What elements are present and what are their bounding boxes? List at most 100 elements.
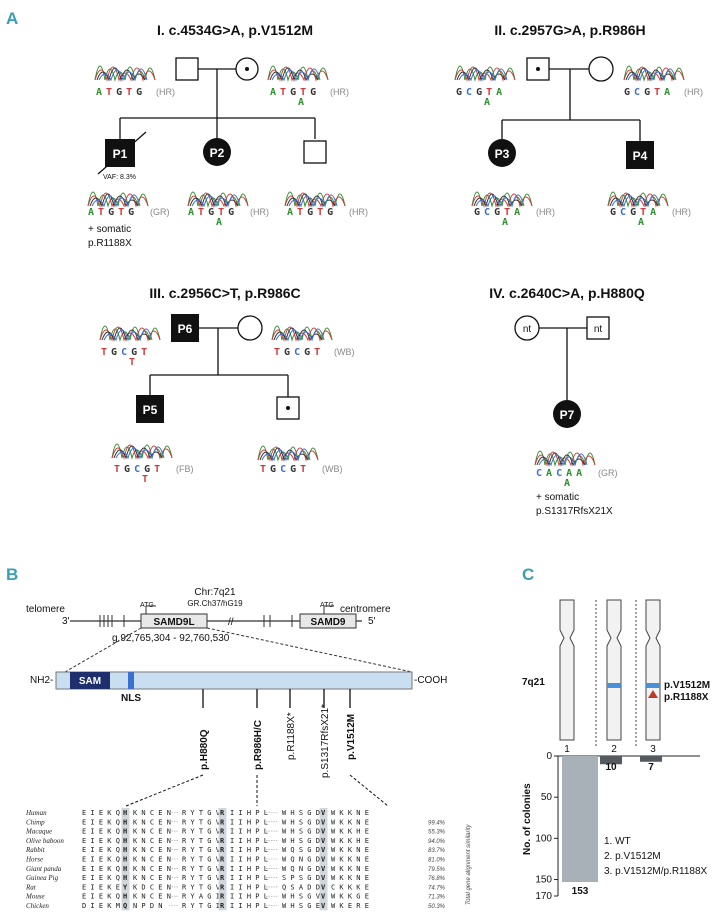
- mother-seq-tag: (WB): [334, 347, 355, 357]
- alignment-residues: I I H P L: [230, 883, 268, 891]
- p5-affected-square: [136, 395, 164, 423]
- mother-variant-base: A: [298, 97, 304, 108]
- alignment-residues: H: [123, 874, 127, 882]
- mother-nt-label: nt: [523, 324, 532, 335]
- alignment-residues: H: [123, 893, 127, 901]
- protein-diagram: NH2- SAM NLS -COOH p.H880Q p.R986H/C p.R…: [30, 671, 447, 807]
- alignment-residues: I I H P L: [230, 828, 268, 836]
- alignment-similarity: 94.0%: [428, 839, 446, 845]
- conserved-residue-highlight: [319, 863, 328, 874]
- alignment-residues: K N C E N: [133, 865, 171, 873]
- alignment-residues: E I E K Q: [82, 818, 120, 826]
- conserved-residue-highlight: [121, 882, 130, 892]
- alignment-species: Horse: [25, 856, 43, 864]
- chrom2-v1512m-band: [607, 683, 621, 688]
- conserved-residue-highlight: [218, 891, 227, 901]
- alignment-residues: K N C E N: [133, 874, 171, 882]
- alignment-residues: H: [123, 865, 127, 873]
- mutation-r986hc: p.R986H/C: [253, 720, 264, 770]
- chromosome-3: [645, 599, 661, 741]
- protein-bar: [55, 671, 413, 690]
- mutation-r1188x: p.R1188X*: [286, 712, 297, 760]
- chromosome-1: [559, 599, 575, 741]
- p6-label: P6: [178, 322, 193, 336]
- family-1-title: I. c.4534G>A, p.V1512M: [157, 22, 313, 38]
- alignment-residues: R: [220, 856, 225, 864]
- alignment-species: Human: [25, 809, 47, 817]
- conserved-residue-highlight: [121, 901, 130, 911]
- alignment-residues: W K K H E: [331, 828, 369, 836]
- alignment-residues: I I H P L: [230, 874, 268, 882]
- alignment-residues: I I H P L: [230, 893, 268, 901]
- father-chromatogram: [94, 65, 156, 81]
- p1-vaf: VAF: 8.3%: [103, 174, 136, 181]
- p7-affected-circle: [553, 400, 581, 428]
- locus-map: Chr:7q21 GR.Ch37/hG19 telomere centromer…: [26, 587, 413, 673]
- p4-seq-tag: (HR): [672, 207, 691, 217]
- alignment-residues: V: [321, 837, 326, 845]
- alignment-side-label: Total gene alignment similarity: [466, 824, 472, 905]
- alignment-residues: E I E K Q: [82, 856, 120, 864]
- alignment-residues: V: [321, 902, 326, 910]
- alignment-residues: W Q S G D: [282, 846, 320, 854]
- chart-y-tick-label: 100: [535, 833, 552, 844]
- father-variant-base: A: [484, 97, 490, 108]
- alignment-residues: W H S G E: [282, 902, 320, 910]
- alignment-residues: E I E K Q: [82, 893, 120, 901]
- chart-y-tick-label: 170: [535, 891, 552, 902]
- alignment-residues: R Y T G I: [182, 902, 220, 910]
- alignment-residues: R Y T G V: [182, 856, 221, 864]
- legend-item-1: 1. WT: [604, 836, 631, 847]
- alignment-species: Giant panda: [26, 865, 62, 873]
- p3-seq-tag: (HR): [536, 207, 555, 217]
- alignment-residues: R: [220, 893, 225, 901]
- alignment-residues: V: [321, 856, 326, 864]
- p3-chromatogram: [471, 191, 533, 207]
- p1-note-mutation: p.R1188X: [88, 238, 132, 249]
- alignment-residues: R: [220, 828, 225, 836]
- p6-affected-square: [171, 314, 199, 342]
- p2-chromatogram: [187, 191, 249, 207]
- alignment-residues: W Q N G D: [282, 865, 320, 873]
- alignment-residues: S P S G D: [282, 874, 320, 882]
- p7-note-somatic: + somatic: [536, 492, 579, 503]
- alignment-residues: R Y T G V: [182, 883, 221, 891]
- chrom-number-2: 2: [611, 744, 617, 755]
- chromosome-2: [606, 599, 622, 741]
- alignment-residues: W H S G V: [282, 893, 321, 901]
- alignment-residues: K N C E N: [133, 818, 171, 826]
- conserved-residue-highlight: [218, 854, 227, 864]
- nls-label: NLS: [121, 693, 141, 704]
- conserved-residue-highlight: [121, 863, 130, 874]
- alignment-similarity: 83.7%: [428, 848, 446, 854]
- alignment-species: Olive baboon: [26, 837, 64, 845]
- centromere-label: centromere: [340, 604, 391, 615]
- telomere-label: telomere: [26, 604, 65, 615]
- p2-affected-circle: [203, 138, 231, 166]
- alignment-similarity: 76.8%: [428, 876, 446, 882]
- p1-seq-tag: (GR): [150, 207, 170, 217]
- alignment-residues: H: [123, 828, 127, 836]
- p2-label: P2: [210, 146, 225, 160]
- father-not-tested-square: [586, 316, 610, 340]
- alignment-similarity: 74.7%: [428, 885, 446, 891]
- alignment-similarity: 55.3%: [428, 830, 446, 836]
- alignment-species: Chicken: [26, 902, 49, 910]
- chart-legend: 1. WT 2. p.V1512M 3. p.V1512M/p.R1188X: [604, 836, 708, 877]
- alignment-residues: R: [220, 902, 225, 910]
- alignment-residues: W H S G D: [282, 809, 320, 817]
- alignment-residues: E I E K Q: [82, 828, 120, 836]
- alignment-residues: V: [321, 828, 326, 836]
- panel-b-letter: B: [6, 565, 18, 584]
- alignment-residues: W K K H E: [331, 837, 369, 845]
- alignment-residues: R Y T G V: [182, 846, 221, 854]
